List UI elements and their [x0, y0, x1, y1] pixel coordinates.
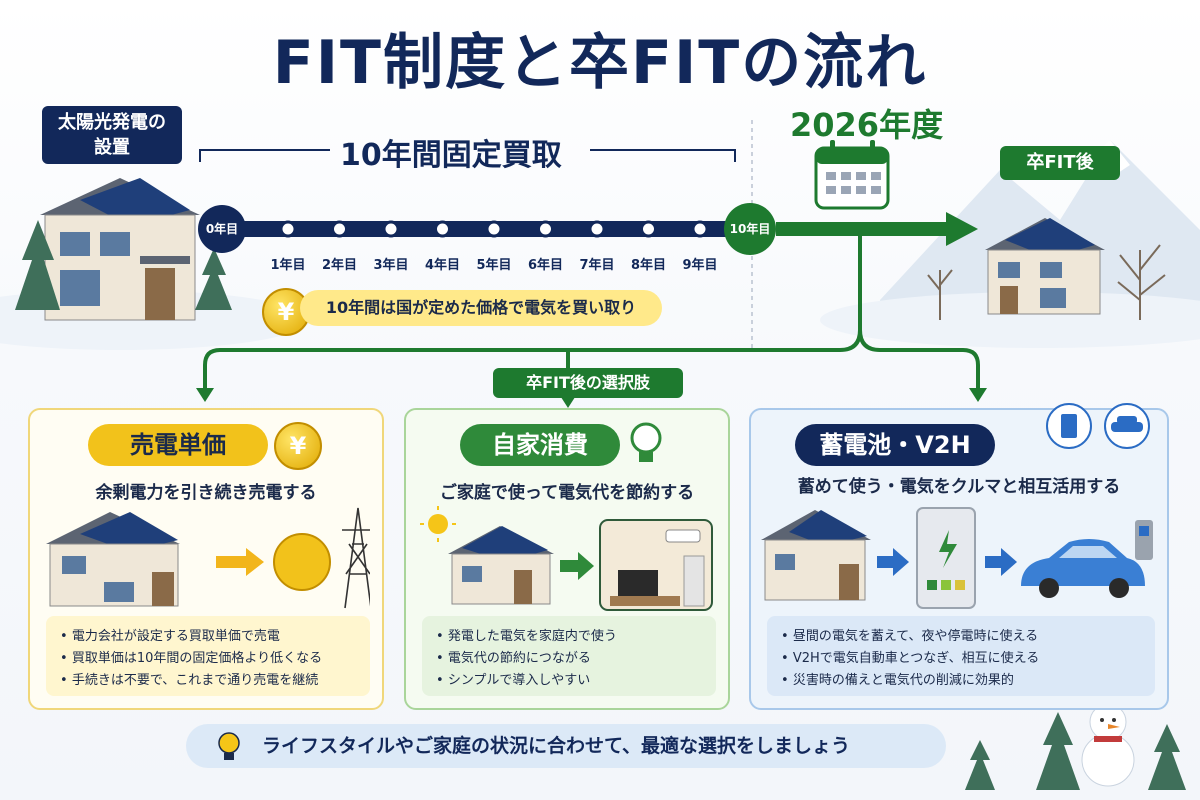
list-item: 発電した電気を家庭内で使う — [436, 626, 702, 648]
install-label-line2: 設置 — [94, 137, 130, 158]
timeline-tick — [279, 220, 297, 238]
yen-coin-icon: ¥ — [274, 422, 322, 470]
install-label: 太陽光発電の 設置 — [42, 106, 182, 164]
option-bullets-battery: 昼間の電気を蓄えて、夜や停電時に使える V2Hで電気自動車とつなぎ、相互に使える… — [767, 616, 1155, 696]
end-label: 10年目 — [729, 222, 771, 236]
house-right-icon — [985, 218, 1105, 315]
house-left-icon — [40, 178, 200, 321]
bare-tree-icon — [927, 244, 1166, 320]
battery-v2h-illustration — [761, 507, 1153, 609]
year-label: 8年目 — [630, 258, 667, 273]
fixed-period-bracket — [199, 149, 736, 162]
option-title-sell: 売電単価 — [88, 424, 268, 466]
tree-left-icon — [15, 220, 232, 310]
living-room-icon — [599, 519, 713, 611]
option-subtitle-battery: 蓄めて使う・電気をクルマと相互活用する — [797, 477, 1121, 497]
list-item: 電気代の節約につながる — [436, 648, 702, 670]
charger-icon — [1135, 520, 1153, 560]
house-icon — [448, 526, 554, 605]
year-label: 9年目 — [682, 258, 718, 273]
year-label: 5年目 — [476, 258, 512, 273]
fixed-period-label: 10年間固定買取 — [340, 138, 562, 173]
year-label: 1年目 — [270, 258, 306, 273]
option-bullets-self: 発電した電気を家庭内で使う 電気代の節約につながる シンプルで導入しやすい — [422, 616, 716, 696]
option-panel-sell: 売電単価 ¥ 余剰電力を引き続き売電する 電力会社が設定する買取単価で売電 買取… — [28, 408, 384, 710]
green-arrow-head — [946, 212, 978, 246]
house-icon — [46, 512, 180, 607]
branch-arrow-right — [858, 329, 980, 392]
timeline-tick — [588, 220, 606, 238]
yen-coin-icon — [273, 533, 331, 591]
light-bulb-icon — [218, 732, 240, 760]
option-title-self: 自家消費 — [460, 424, 620, 466]
year-2026-label: 2026年度 — [790, 106, 944, 144]
arrow-icon — [560, 560, 578, 572]
arrow-icon — [216, 556, 246, 568]
install-label-line1: 太陽光発電の — [58, 112, 166, 133]
year-label: 2年目 — [321, 258, 358, 273]
end-marker — [724, 203, 776, 255]
tree-bottom-icon — [965, 712, 1186, 790]
power-tower-icon — [342, 507, 370, 609]
timeline-tick — [691, 220, 709, 238]
option-bullets-sell: 電力会社が設定する買取単価で売電 買取単価は10年間の固定価格より低くなる 手続… — [46, 616, 370, 696]
fixed-price-notice: 10年間は国が定めた価格で電気を買い取り — [300, 290, 662, 326]
arrow-icon — [877, 556, 893, 568]
list-item: 電力会社が設定する買取単価で売電 — [60, 626, 356, 648]
option-title-battery: 蓄電池・V2H — [795, 424, 995, 466]
list-item: V2Hで電気自動車とつなぎ、相互に使える — [781, 648, 1141, 670]
battery-car-badges — [1046, 403, 1150, 449]
branch-arrow-left — [203, 236, 862, 392]
list-item: 昼間の電気を蓄えて、夜や停電時に使える — [781, 626, 1141, 648]
calendar-icon — [814, 140, 890, 210]
year-label: 3年目 — [373, 258, 409, 273]
light-bulb-icon — [630, 422, 662, 462]
year-label: 6年目 — [527, 258, 564, 273]
option-panel-self-consumption: 自家消費 ご家庭で使って電気代を節約する 発電した電気を家庭内で使う 電気代の節… — [404, 408, 730, 710]
timeline-tick — [434, 220, 451, 238]
footer-text: ライフスタイルやご家庭の状況に合わせて、最適な選択をしましょう — [262, 735, 851, 757]
sun-icon — [420, 506, 456, 542]
green-arrow-shaft — [776, 222, 946, 236]
timeline-ticks — [279, 220, 709, 238]
start-marker — [198, 205, 246, 253]
storage-battery-icon — [916, 507, 976, 609]
option-panel-battery-v2h: 蓄電池・V2H 蓄めて使う・電気をクルマと相互活用する — [749, 403, 1169, 710]
option-subtitle-self: ご家庭で使って電気代を節約する — [439, 483, 695, 503]
list-item: 災害時の備えと電気代の削減に効果的 — [781, 670, 1141, 692]
timeline-tick — [485, 220, 503, 238]
timeline-tick — [331, 220, 348, 238]
options-label: 卒FIT後の選択肢 — [493, 368, 683, 398]
sell-illustration — [46, 507, 370, 609]
page-title: FIT制度と卒FITの流れ — [272, 28, 928, 98]
timeline-tick — [640, 220, 657, 238]
start-label: 0年目 — [205, 222, 239, 236]
year-label: 7年目 — [579, 258, 615, 273]
timeline-tick — [537, 220, 554, 238]
year-label: 4年目 — [424, 258, 461, 273]
list-item: 買取単価は10年間の固定価格より低くなる — [60, 648, 356, 670]
house-icon — [761, 510, 871, 601]
timeline-tick — [382, 220, 400, 238]
arrow-icon — [985, 556, 1001, 568]
snow-ground-right — [820, 292, 1200, 348]
footer-banner: ライフスタイルやご家庭の状況に合わせて、最適な選択をしましょう — [186, 724, 946, 768]
list-item: シンプルで導入しやすい — [436, 670, 702, 692]
after-fit-label: 卒FIT後 — [1000, 146, 1120, 180]
option-subtitle-sell: 余剰電力を引き続き売電する — [95, 483, 317, 503]
electric-car-icon — [1021, 539, 1145, 598]
list-item: 手続きは不要で、これまで通り売電を継続 — [60, 670, 356, 692]
self-consumption-illustration — [420, 506, 713, 611]
